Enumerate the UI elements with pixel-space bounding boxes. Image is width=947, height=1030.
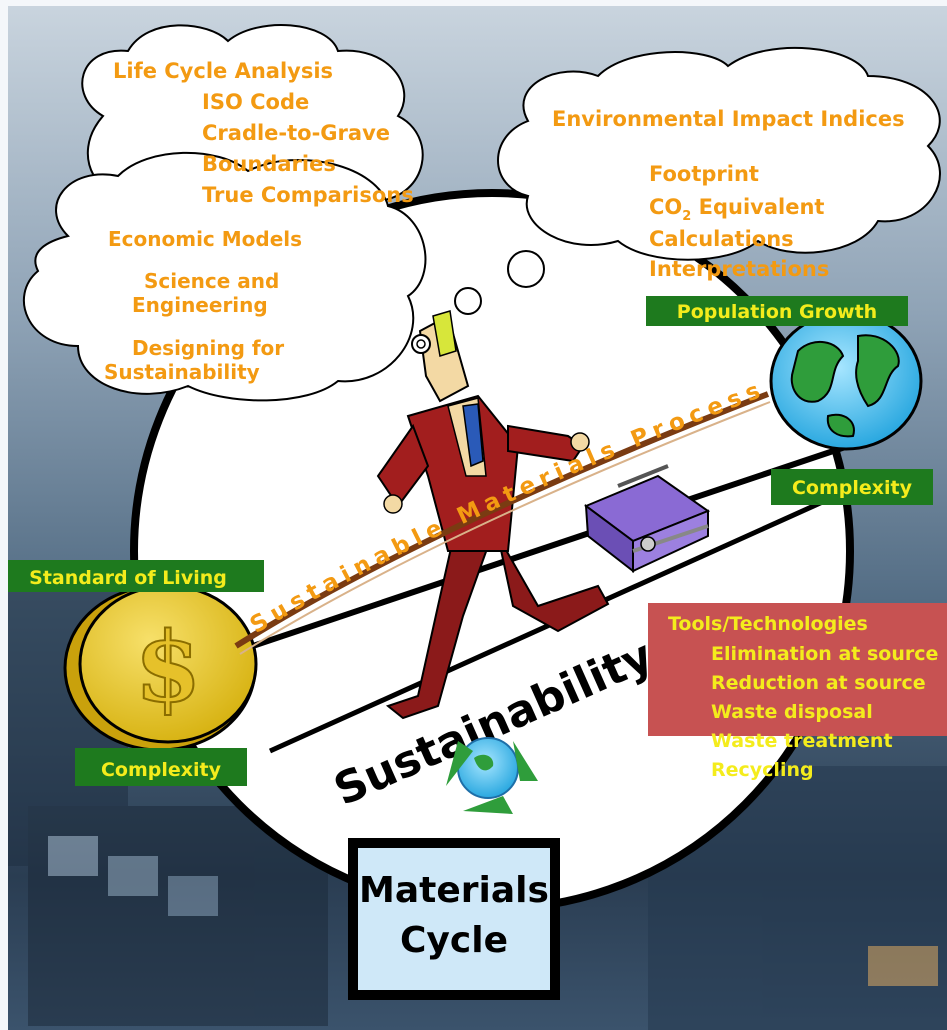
environmental-item: Interpretations xyxy=(649,257,829,281)
thought-bubbles xyxy=(454,250,545,315)
diagram-frame: Life Cycle Analysis ISO Code Cradle-to-G… xyxy=(8,6,947,1030)
tools-title: Tools/Technologies xyxy=(668,613,868,635)
svg-text:Complexity: Complexity xyxy=(101,759,222,781)
materials-cycle-line1: Materials xyxy=(359,870,549,911)
environmental-item: Calculations xyxy=(649,227,794,251)
sustainability-diagram: Life Cycle Analysis ISO Code Cradle-to-G… xyxy=(8,6,947,1030)
thought-cloud-right xyxy=(497,46,941,261)
tools-item: Waste disposal xyxy=(711,701,873,723)
globe-icon xyxy=(769,311,923,451)
toolbox-icon xyxy=(583,464,711,574)
economic-item: Engineering xyxy=(132,293,268,317)
environmental-text: Environmental Impact Indices Footprint C… xyxy=(552,107,905,281)
economic-item: Designing for xyxy=(132,336,284,360)
life-cycle-item: ISO Code xyxy=(202,90,309,114)
standard-of-living-label: Standard of Living xyxy=(8,560,264,592)
complexity-left-label: Complexity xyxy=(75,748,247,786)
dollar-sign-icon: $ xyxy=(135,611,202,724)
life-cycle-text: Life Cycle Analysis ISO Code Cradle-to-G… xyxy=(113,59,414,207)
tools-technologies-box: Tools/Technologies Elimination at source… xyxy=(648,603,947,781)
recycle-globe-icon xyxy=(446,737,538,814)
materials-cycle-box: Materials Cycle xyxy=(348,838,560,1000)
population-growth-label: Population Growth xyxy=(646,296,908,326)
materials-cycle-line2: Cycle xyxy=(400,920,508,961)
tightrope-walker-figure xyxy=(376,310,610,720)
svg-text:Standard of Living: Standard of Living xyxy=(29,567,227,589)
economic-text: Economic Models Science and Engineering … xyxy=(104,227,302,384)
dollar-coin-icon: $ xyxy=(63,584,258,752)
thought-cloud-left-bottom xyxy=(22,151,427,402)
economic-item: Science and xyxy=(144,269,279,293)
life-cycle-title: Life Cycle Analysis xyxy=(113,59,333,83)
environmental-item: CO2 Equivalent xyxy=(649,195,824,224)
tools-item: Reduction at source xyxy=(711,672,926,694)
svg-text:Complexity: Complexity xyxy=(792,477,913,499)
life-cycle-item: Cradle-to-Grave xyxy=(202,121,390,145)
life-cycle-item: True Comparisons xyxy=(202,183,414,207)
complexity-right-label: Complexity xyxy=(771,469,933,505)
environmental-title: Environmental Impact Indices xyxy=(552,107,905,131)
svg-text:Population Growth: Population Growth xyxy=(677,301,877,323)
tools-item: Waste treatment xyxy=(711,730,893,752)
environmental-item: Footprint xyxy=(649,162,759,186)
life-cycle-item: Boundaries xyxy=(202,152,336,176)
tools-item: Recycling xyxy=(711,759,814,781)
economic-item: Economic Models xyxy=(108,227,302,251)
tools-item: Elimination at source xyxy=(711,643,938,665)
economic-item: Sustainability xyxy=(104,360,260,384)
